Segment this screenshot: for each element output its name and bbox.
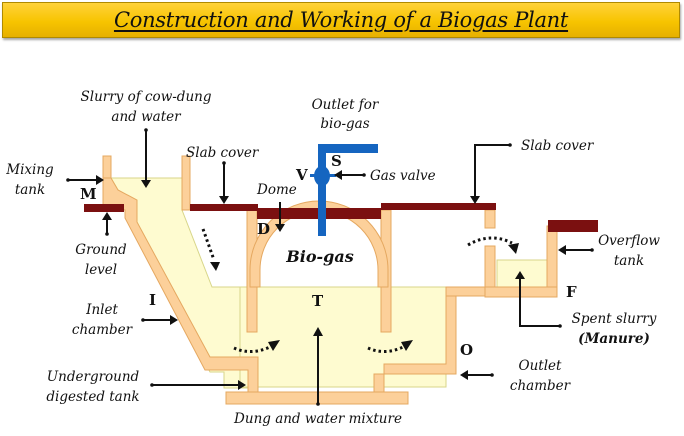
- label-spent-line1: Spent slurry: [572, 311, 657, 327]
- flow-arrow-overflow: [467, 236, 513, 247]
- label-overflow-line2: tank: [614, 253, 644, 269]
- label-overflow-line1: Overflow: [598, 233, 660, 249]
- pointer-ground-level: [102, 212, 112, 236]
- label-spent-line2: (Manure): [578, 331, 650, 347]
- letter-m: M: [80, 185, 97, 203]
- label-ground-line2: level: [85, 262, 117, 278]
- valve-stem: [310, 174, 336, 177]
- overflow-slab: [548, 220, 598, 232]
- label-outlet-line2: bio-gas: [320, 116, 369, 132]
- flow-arrowhead-left-bottom: [268, 340, 280, 351]
- pointer-gas-valve: [334, 170, 366, 180]
- pointer-dung-water: [313, 327, 323, 406]
- ground-level-slab: [84, 204, 124, 212]
- slab-cover-right: [381, 203, 496, 210]
- label-outlet-ch-line1: Outlet: [519, 358, 562, 374]
- gas-pipe-vertical: [318, 144, 326, 236]
- pointer-mixing-tank: [66, 175, 104, 185]
- label-slurry-line1: Slurry of cow-dung: [81, 89, 212, 105]
- slab-cover-left: [190, 204, 258, 211]
- flow-arrow-right-bottom: [367, 344, 406, 353]
- label-ground-line1: Ground: [75, 242, 127, 258]
- label-slab-cover-right: Slab cover: [521, 138, 595, 154]
- letter-d: D: [257, 220, 270, 238]
- label-underground-line1: Underground: [47, 369, 140, 385]
- pointer-spent-slurry: [515, 271, 562, 328]
- label-dung-water: Dung and water mixture: [233, 411, 402, 427]
- label-inlet-line2: chamber: [72, 322, 134, 338]
- overflow-slurry: [496, 259, 548, 289]
- letter-i: I: [149, 291, 156, 309]
- label-biogas: Bio-gas: [285, 247, 353, 266]
- label-slab-cover-left: Slab cover: [186, 145, 260, 161]
- diagram-title: Construction and Working of a Biogas Pla…: [113, 8, 569, 32]
- pointer-inlet-chamber: [141, 315, 178, 325]
- letter-s: S: [331, 152, 342, 170]
- pointer-dome: [275, 202, 285, 232]
- label-underground-line2: digested tank: [46, 389, 139, 405]
- mixing-tank-right-wall: [181, 155, 191, 211]
- letter-f: F: [566, 283, 577, 301]
- label-outlet-ch-line2: chamber: [510, 378, 572, 394]
- label-dome: Dome: [256, 182, 297, 198]
- letter-o: O: [460, 341, 473, 359]
- flow-arrowhead-right-bottom: [401, 340, 413, 351]
- pointer-overflow-tank: [558, 245, 594, 255]
- letter-t: T: [312, 292, 324, 310]
- flow-arrow-left-bottom: [233, 344, 273, 353]
- label-outlet-line1: Outlet for: [312, 97, 380, 113]
- title-bar: Construction and Working of a Biogas Pla…: [2, 2, 680, 38]
- letter-v: V: [295, 166, 308, 184]
- flow-arrowhead-overflow: [508, 243, 519, 254]
- label-slurry-line2: and water: [111, 109, 182, 125]
- pointer-outlet-chamber: [460, 370, 494, 380]
- gas-pipe-horizontal: [318, 144, 378, 153]
- overflow-left-wall-lower: [484, 245, 496, 291]
- pointer-underground-tank: [150, 380, 246, 390]
- label-inlet-line1: Inlet: [85, 302, 118, 318]
- overflow-right-wall: [546, 225, 558, 297]
- label-mixing-line1: Mixing: [5, 162, 54, 178]
- flow-arrowhead-inlet: [210, 262, 220, 271]
- overflow-left-wall-upper: [484, 209, 496, 229]
- label-mixing-line2: tank: [15, 182, 45, 198]
- pointer-slab-right: [470, 143, 512, 204]
- label-gas-valve: Gas valve: [370, 168, 436, 184]
- flow-arrow-inlet: [201, 228, 216, 261]
- pointer-slab-left: [219, 161, 229, 204]
- pointer-slurry: [141, 128, 151, 188]
